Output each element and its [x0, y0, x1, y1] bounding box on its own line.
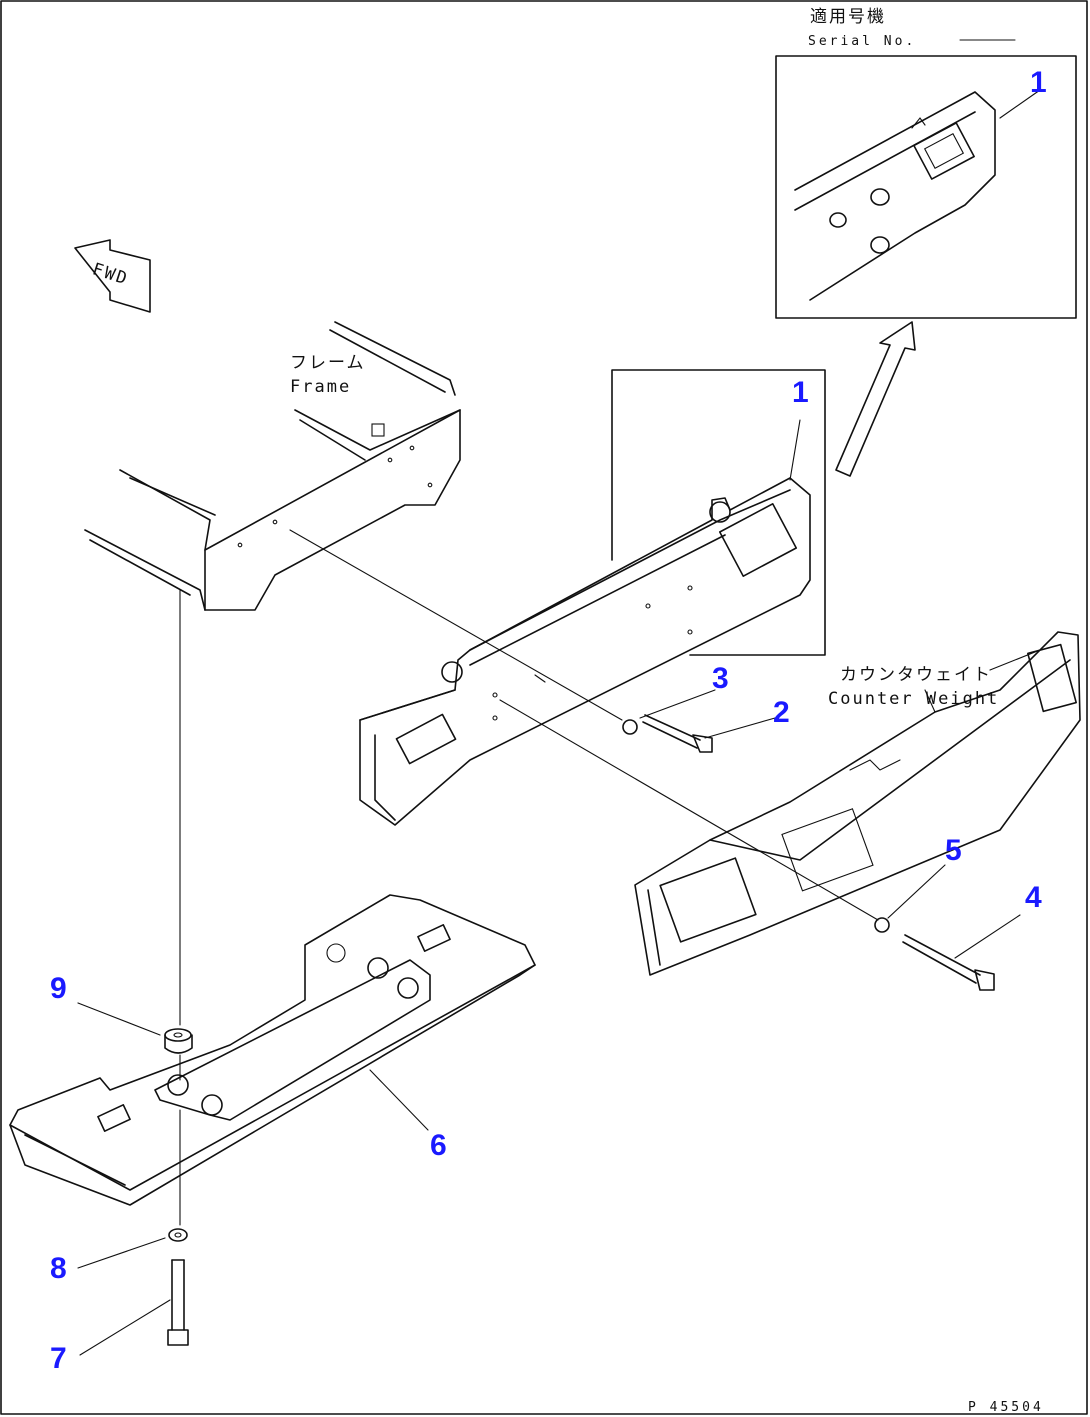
counterweight-label-en: Counter Weight	[828, 689, 999, 709]
serial-label-jp: 適用号機	[810, 7, 886, 27]
serial-label-en: Serial No.	[808, 34, 916, 49]
drawing-number: P_45504	[968, 1400, 1044, 1415]
bracket-part-1	[359, 477, 811, 826]
callout-9: 9	[50, 972, 67, 1005]
callout-3: 3	[712, 662, 729, 695]
guard-plate-part-6	[9, 894, 536, 1206]
cushion-9	[164, 1028, 193, 1054]
counterweight-part	[634, 631, 1081, 976]
washer-5	[874, 917, 890, 933]
washer-8	[168, 1228, 188, 1242]
callout-5: 5	[945, 834, 962, 867]
callout-1-inset: 1	[1030, 66, 1047, 99]
callout-6: 6	[430, 1129, 447, 1162]
washer-3	[622, 719, 638, 735]
leader-lines	[77, 419, 1021, 1356]
callout-8: 8	[50, 1252, 67, 1285]
part1-box	[611, 369, 826, 656]
assembly-lines	[179, 529, 879, 1226]
callout-4: 4	[1025, 881, 1042, 914]
callout-1: 1	[792, 376, 809, 409]
frame-part	[84, 321, 461, 611]
fwd-arrow-icon: FWD	[74, 239, 151, 313]
bolt-4	[902, 934, 995, 991]
counterweight-label-jp: カウンタウェイト	[840, 665, 992, 685]
callout-2: 2	[773, 696, 790, 729]
bolt-7	[167, 1259, 189, 1346]
counterweight-leader	[989, 649, 1041, 671]
bolt-2	[642, 714, 713, 753]
detail-arrow	[835, 321, 916, 477]
frame-label-jp: フレーム	[290, 353, 366, 373]
frame-label-en: Frame	[290, 377, 351, 397]
detail-inset	[775, 55, 1077, 319]
fwd-label: FWD	[90, 259, 131, 289]
callout-7: 7	[50, 1342, 67, 1375]
